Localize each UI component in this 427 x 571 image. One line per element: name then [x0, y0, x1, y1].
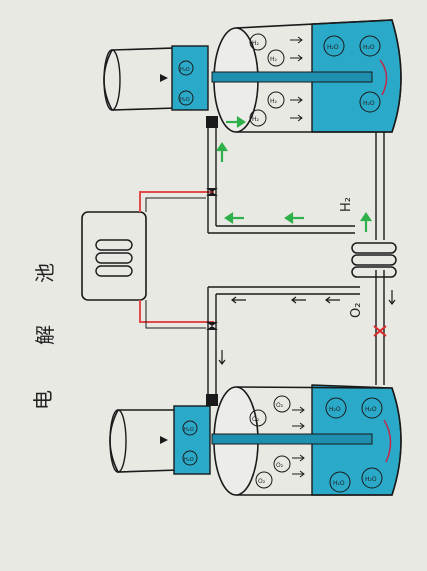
- water-molecules: [323, 35, 381, 113]
- molecule-label: H₂O: [180, 67, 190, 73]
- title-char-3: 池: [33, 263, 57, 283]
- power-supply: [81, 211, 147, 301]
- bubble-label: O₂: [276, 402, 284, 409]
- molecule-label: H₂O: [365, 406, 377, 413]
- valve-icon: [206, 322, 218, 330]
- funnel-icon: H₂O H₂O: [103, 45, 209, 111]
- hydrogen-tank: H₂ H₂ H₂ H₂ H₂O H₂O H₂O: [211, 19, 402, 133]
- molecule-label: H₂O: [363, 44, 375, 51]
- molecule-label: H₂O: [184, 427, 194, 433]
- oxygen-label: O₂: [349, 303, 364, 318]
- diagram-title: 池 解 电: [31, 263, 57, 410]
- title-char-2: 解: [33, 325, 57, 345]
- molecule-label: H₂O: [365, 476, 377, 483]
- valve-icon: [206, 188, 218, 196]
- bubble-label: O₂: [252, 416, 260, 423]
- gas-piping: [207, 125, 385, 395]
- valve-icon: [373, 325, 387, 337]
- power-supply-box: [81, 211, 147, 301]
- flow-arrow-icon: [215, 115, 373, 232]
- bubble-label: O₂: [258, 478, 266, 485]
- molecule-label: H₂O: [329, 406, 341, 413]
- oxygen-tank: O₂ O₂ O₂ O₂ H₂O H₂O H₂O H₂O: [211, 384, 402, 496]
- bubble-label: H₂: [252, 40, 260, 47]
- power-wires: [139, 191, 214, 329]
- water-molecules: [325, 397, 383, 493]
- hydrogen-label: H₂: [339, 197, 354, 212]
- molecule-label: H₂O: [180, 97, 190, 103]
- pipe-elbow: [206, 116, 218, 128]
- bubble-label: H₂: [252, 116, 260, 123]
- bubble-label: O₂: [276, 462, 284, 469]
- molecule-label: H₂O: [184, 457, 194, 463]
- pipe-elbow: [206, 394, 218, 406]
- molecule-label: H₂O: [333, 480, 345, 487]
- hydrogen-bubbles: [249, 33, 285, 127]
- coil-icon: [95, 239, 133, 277]
- molecule-label: H₂O: [363, 100, 375, 107]
- title-char-1: 电: [31, 390, 55, 410]
- molecule-label: H₂O: [327, 44, 339, 51]
- oxygen-bubbles: [249, 395, 291, 489]
- bubble-label: H₂: [270, 56, 278, 63]
- bubble-label: H₂: [270, 98, 278, 105]
- flow-arrow-icon: [218, 290, 396, 365]
- funnel-icon: H₂O H₂O: [109, 405, 211, 475]
- coil-icon: [351, 242, 397, 278]
